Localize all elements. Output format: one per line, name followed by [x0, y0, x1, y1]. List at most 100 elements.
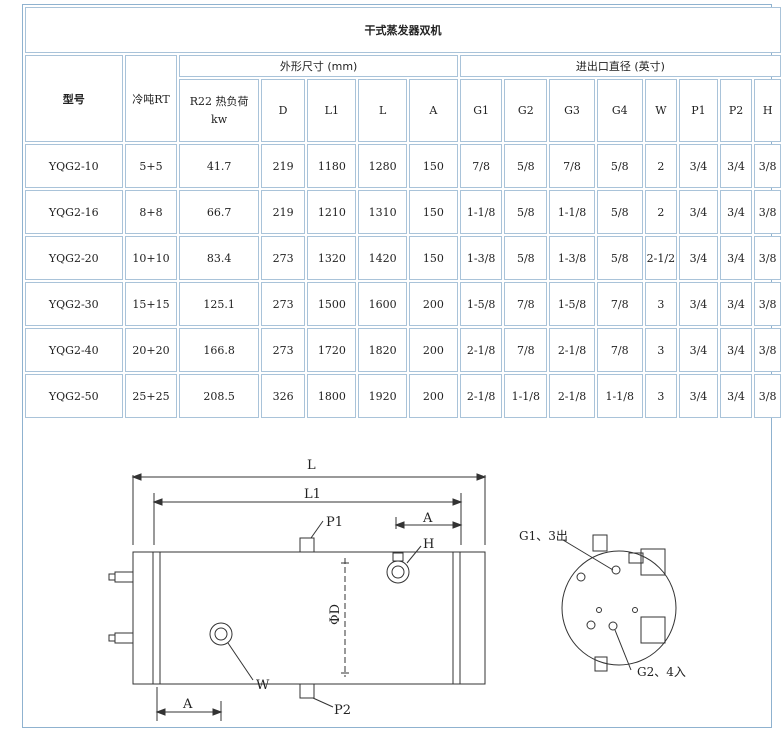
- cell-G3: 7/8: [549, 144, 595, 188]
- cell-kw: 83.4: [179, 236, 259, 280]
- cell-D: 219: [260, 190, 306, 234]
- cell-P2: 3/4: [719, 374, 753, 418]
- cell-L1: 1320: [307, 236, 357, 280]
- cell-H: 3/8: [754, 236, 781, 280]
- header-load: R22 热负荷 kw: [179, 79, 259, 142]
- shell-body: [132, 551, 486, 685]
- header-W: W: [644, 79, 678, 142]
- end-view-plate: [561, 550, 677, 666]
- label-H: H: [423, 537, 434, 552]
- cell-G4: 5/8: [596, 236, 643, 280]
- cell-A: 150: [409, 144, 458, 188]
- w-port: [209, 622, 233, 646]
- label-P2: P2: [334, 703, 351, 718]
- cell-G4: 7/8: [596, 328, 643, 372]
- cell-A: 200: [409, 282, 458, 326]
- header-ports-group: 进出口直径 (英寸): [459, 55, 781, 77]
- cell-model: YQG2-10: [25, 144, 123, 188]
- cell-P2: 3/4: [719, 190, 753, 234]
- cell-model: YQG2-30: [25, 282, 123, 326]
- cell-model: YQG2-20: [25, 236, 123, 280]
- cell-A: 200: [409, 374, 458, 418]
- cell-G1: 2-1/8: [459, 328, 503, 372]
- cell-G3: 1-3/8: [549, 236, 595, 280]
- cell-L: 1280: [358, 144, 407, 188]
- cell-G2: 5/8: [504, 190, 548, 234]
- label-L: L: [307, 458, 316, 473]
- cell-L: 1820: [358, 328, 407, 372]
- label-G24: G2、4入: [637, 665, 686, 679]
- header-P2: P2: [719, 79, 753, 142]
- cell-W: 3: [644, 328, 678, 372]
- cell-D: 326: [260, 374, 306, 418]
- cell-L: 1310: [358, 190, 407, 234]
- cell-G2: 5/8: [504, 236, 548, 280]
- cell-G1: 2-1/8: [459, 374, 503, 418]
- cell-P1: 3/4: [679, 374, 718, 418]
- cell-G1: 1-3/8: [459, 236, 503, 280]
- cell-W: 2-1/2: [644, 236, 678, 280]
- cell-W: 3: [644, 282, 678, 326]
- cell-rt: 5+5: [124, 144, 178, 188]
- cell-W: 2: [644, 190, 678, 234]
- spec-sheet: 干式蒸发器双机 型号 冷吨RT 外形尺寸 (mm) 进出口直径 (英寸) R22…: [22, 4, 781, 728]
- cell-G1: 7/8: [459, 144, 503, 188]
- header-G1: G1: [459, 79, 503, 142]
- label-W: W: [256, 678, 270, 693]
- cell-model: YQG2-50: [25, 374, 123, 418]
- cell-G1: 1-5/8: [459, 282, 503, 326]
- cell-G3: 1-5/8: [549, 282, 595, 326]
- p2-nozzle: [299, 683, 315, 699]
- cell-L1: 1210: [307, 190, 357, 234]
- header-A: A: [409, 79, 458, 142]
- cell-G3: 1-1/8: [549, 190, 595, 234]
- cell-G2: 1-1/8: [504, 374, 548, 418]
- cell-rt: 15+15: [124, 282, 178, 326]
- label-A-top: A: [422, 511, 433, 526]
- cell-model: YQG2-16: [25, 190, 123, 234]
- cell-kw: 125.1: [179, 282, 259, 326]
- h-port: [386, 560, 410, 584]
- cell-H: 3/8: [754, 328, 781, 372]
- cell-H: 3/8: [754, 190, 781, 234]
- cell-L: 1420: [358, 236, 407, 280]
- cell-A: 150: [409, 236, 458, 280]
- header-cooling: 冷吨RT: [124, 55, 178, 142]
- header-L1: L1: [307, 79, 357, 142]
- cell-rt: 20+20: [124, 328, 178, 372]
- cell-A: 150: [409, 190, 458, 234]
- cell-L1: 1800: [307, 374, 357, 418]
- cell-G4: 7/8: [596, 282, 643, 326]
- header-H: H: [754, 79, 781, 142]
- cell-L: 1600: [358, 282, 407, 326]
- label-P1: P1: [326, 515, 343, 530]
- cell-rt: 10+10: [124, 236, 178, 280]
- cell-G2: 7/8: [504, 328, 548, 372]
- cell-P1: 3/4: [679, 190, 718, 234]
- cell-L1: 1500: [307, 282, 357, 326]
- label-L1: L1: [304, 487, 321, 502]
- header-G2: G2: [504, 79, 548, 142]
- cell-P1: 3/4: [679, 282, 718, 326]
- header-D: D: [260, 79, 306, 142]
- cell-D: 273: [260, 236, 306, 280]
- cell-G4: 1-1/8: [596, 374, 643, 418]
- cell-L1: 1180: [307, 144, 357, 188]
- cell-P2: 3/4: [719, 328, 753, 372]
- cell-G2: 7/8: [504, 282, 548, 326]
- evaporator-diagram: L L1 A A P1 P2 H W ΦD G1、3出 G2、4入: [108, 458, 686, 721]
- p1-nozzle: [299, 537, 315, 553]
- label-G13: G1、3出: [519, 529, 568, 543]
- header-G3: G3: [549, 79, 595, 142]
- cell-kw: 41.7: [179, 144, 259, 188]
- cell-rt: 8+8: [124, 190, 178, 234]
- cell-L: 1920: [358, 374, 407, 418]
- cell-model: YQG2-40: [25, 328, 123, 372]
- header-dims-group: 外形尺寸 (mm): [179, 55, 458, 77]
- cell-kw: 208.5: [179, 374, 259, 418]
